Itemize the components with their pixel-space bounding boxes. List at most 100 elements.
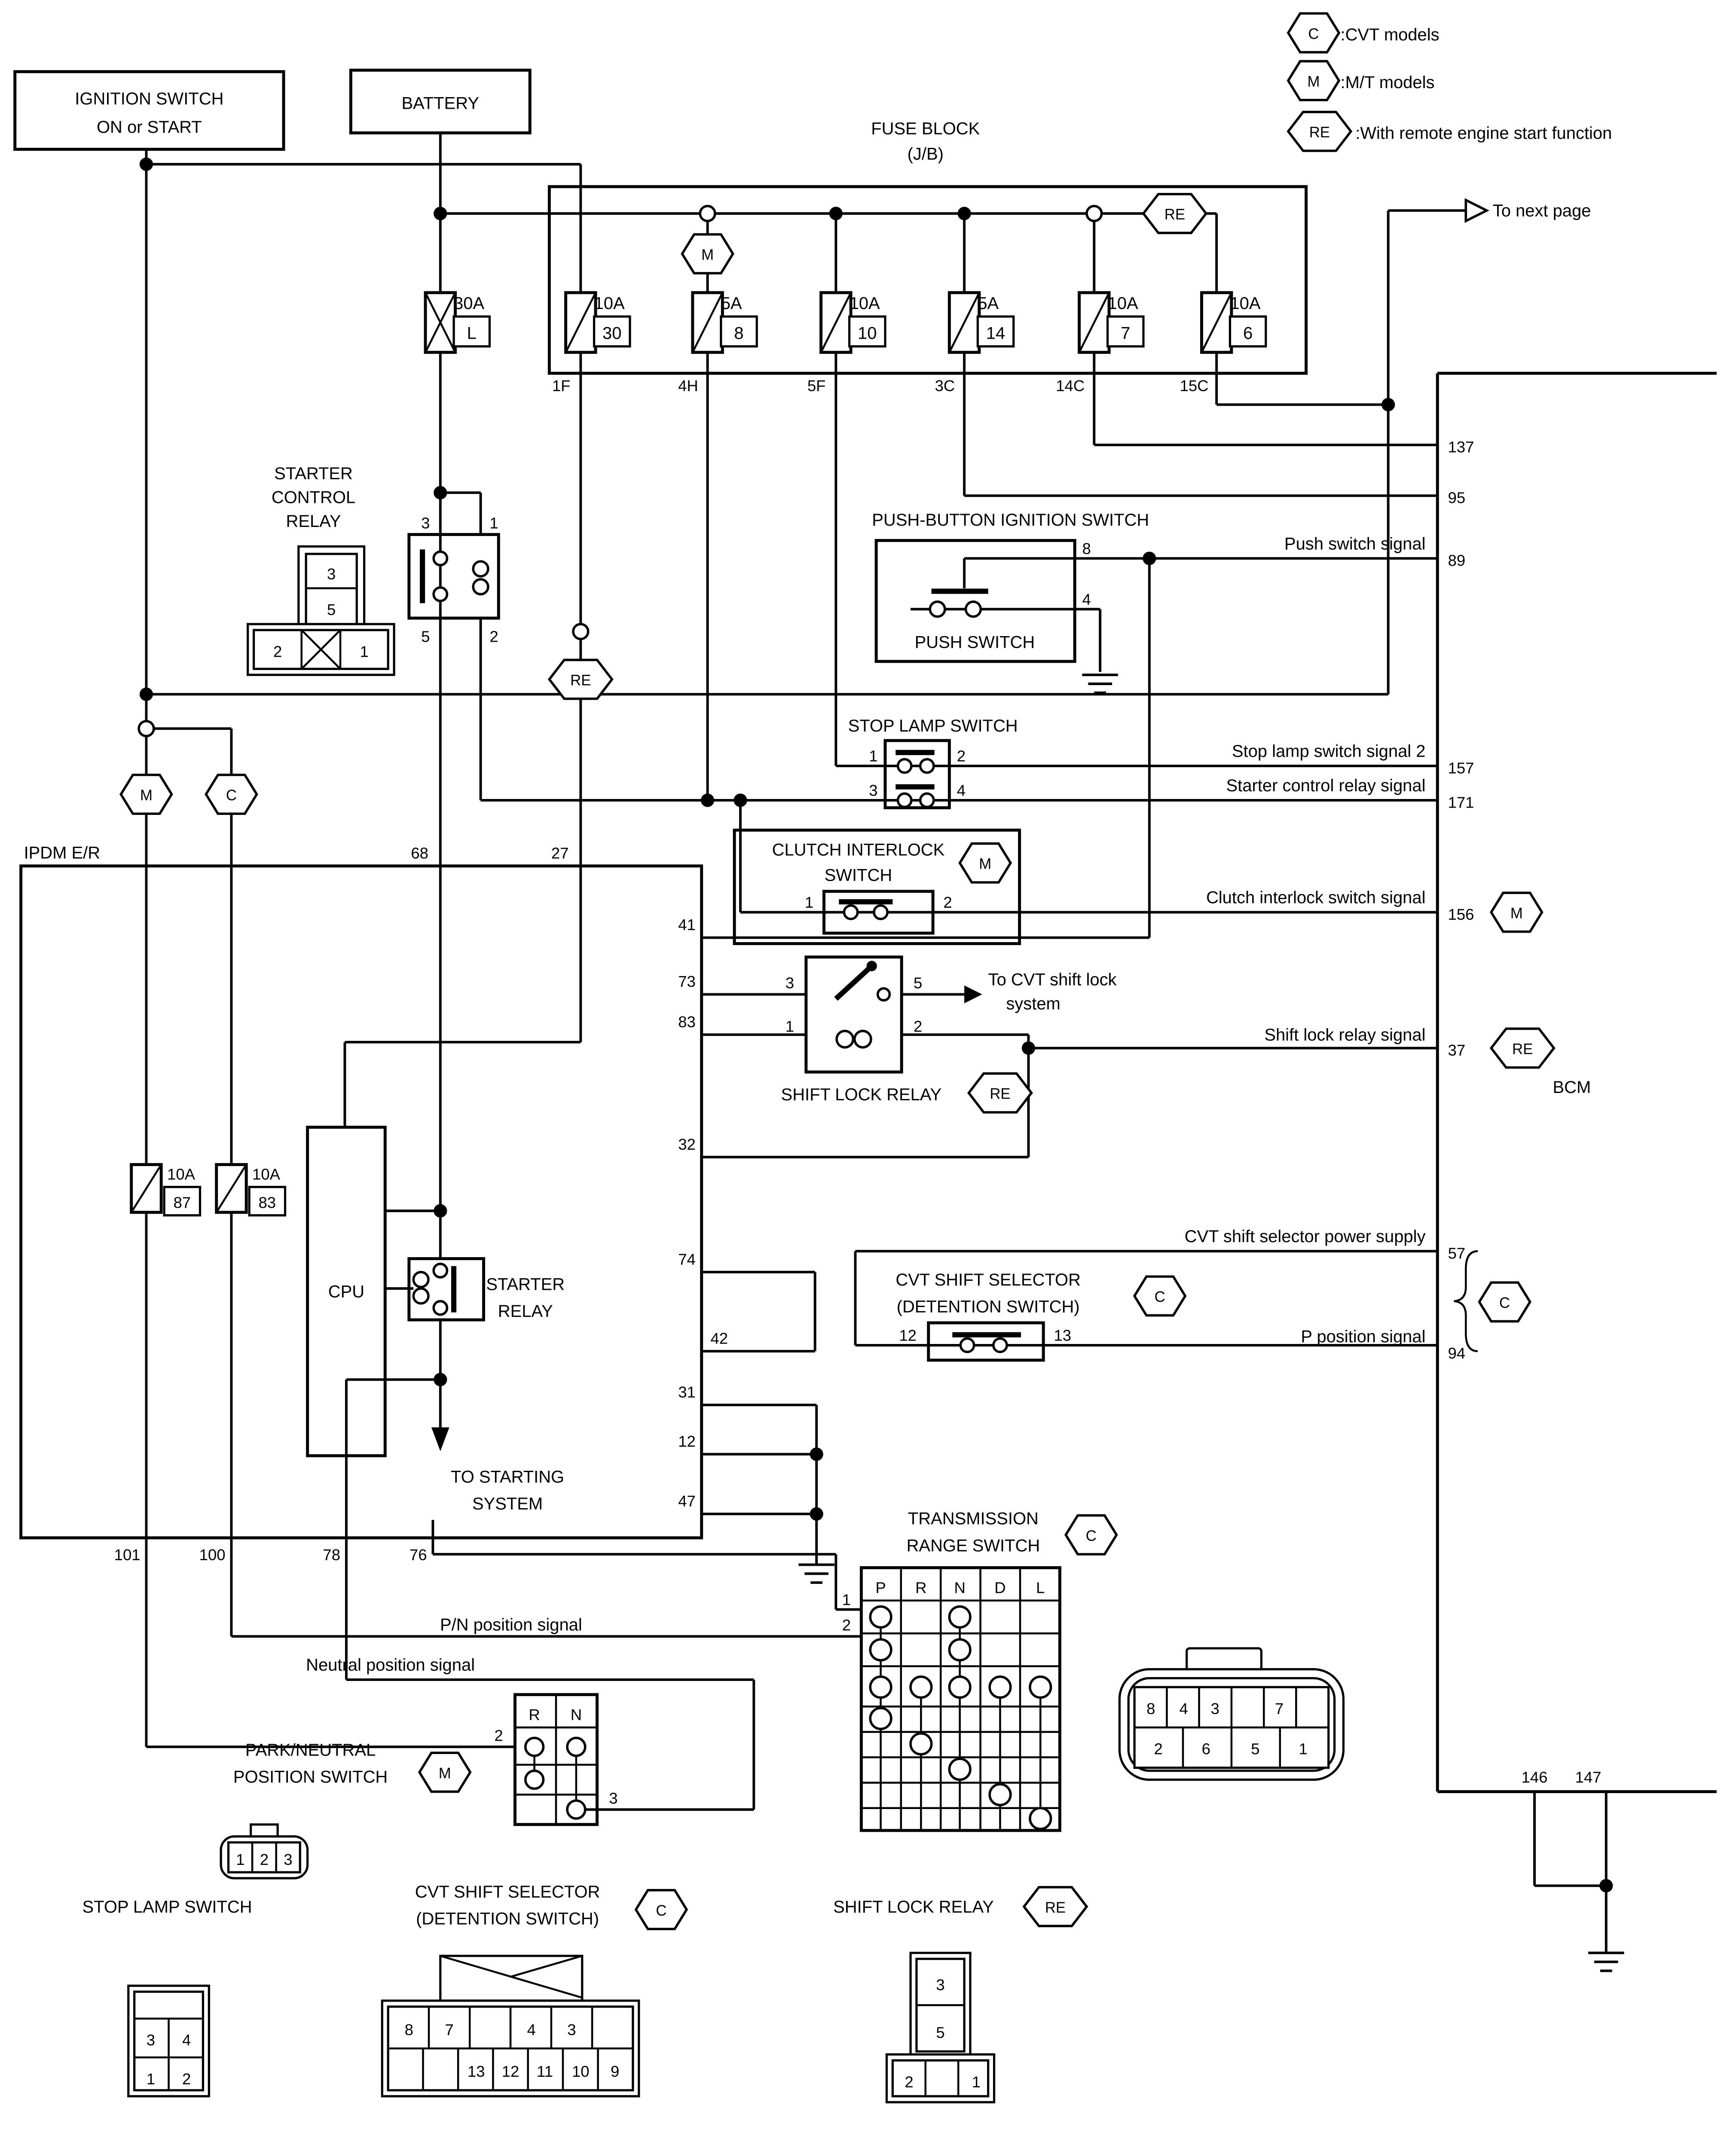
scr-pin1: 1 — [489, 514, 498, 532]
trs-hex-icon: C — [1086, 1528, 1097, 1544]
mt-hex-icon: M — [1307, 73, 1320, 90]
trs-conn-cell: 4 — [1180, 1700, 1188, 1717]
cell: 5 — [936, 2024, 944, 2042]
sls-title: STOP LAMP SWITCH — [848, 716, 1018, 735]
fuse-id: 8 — [734, 324, 743, 343]
cell: 2 — [905, 2073, 913, 2091]
bottom-stop-lamp-connector: STOP LAMP SWITCH 3 4 1 2 — [83, 1898, 252, 2097]
ipdm-pin101: 101 — [114, 1546, 141, 1564]
trs-conn-cell: 2 — [1154, 1740, 1163, 1758]
ipdm-pin42: 42 — [711, 1329, 728, 1347]
conn-5f: 5F — [807, 377, 826, 395]
ignition-switch-box: IGNITION SWITCH ON or START — [13, 70, 285, 151]
cvt-path-hex-icon: C — [226, 787, 237, 804]
fuse-rating: 10A — [1230, 294, 1260, 313]
scr-cell: 1 — [360, 643, 368, 660]
legend-mt-text: :M/T models — [1340, 73, 1434, 92]
conn-4h: 4H — [678, 377, 698, 395]
slr-to-label-1: To CVT shift lock — [988, 970, 1117, 989]
ground-icon — [798, 1565, 834, 1583]
bottom-cvt-selector-connector: CVT SHIFT SELECTOR (DETENTION SWITCH) C … — [381, 1883, 687, 2097]
fuse-rating: 30A — [454, 294, 484, 313]
clutch-interlock-switch: CLUTCH INTERLOCK SWITCH M 1 2 Clutch int… — [733, 828, 1426, 945]
cell: 10 — [572, 2063, 590, 2080]
fuse-rating: 5A — [978, 294, 999, 313]
clutch-signal-label: Clutch interlock switch signal — [1206, 888, 1426, 907]
stop-lamp-switch: STOP LAMP SWITCH 1 2 3 4 Stop lamp switc… — [848, 716, 1426, 809]
scr-title-2: CONTROL — [272, 488, 355, 507]
transmission-range-switch: TRANSMISSION RANGE SWITCH C P R N D L 1 … — [306, 1509, 1345, 1832]
wires — [145, 133, 1717, 1953]
pnp-connector-icon: 1 2 3 — [220, 1823, 309, 1880]
fuse-rating: 10A — [1108, 294, 1138, 313]
trs-conn-cell: 6 — [1202, 1740, 1210, 1758]
fuse-10a-7: 10A 7 — [1078, 291, 1145, 354]
starter-relay: STARTER RELAY — [407, 1204, 565, 1322]
pnp-pin3: 3 — [609, 1789, 617, 1807]
pnp-title-1: PARK/NEUTRAL — [245, 1741, 376, 1760]
ipdm-title: IPDM E/R — [24, 843, 101, 862]
sls-pin4: 4 — [957, 782, 966, 799]
conn-14c: 14C — [1056, 377, 1085, 395]
battery-box: BATTERY — [349, 68, 532, 135]
push-button-ignition-switch: PUSH-BUTTON IGNITION SWITCH PUSH SWITCH … — [872, 511, 1425, 663]
cell: 3 — [147, 2031, 155, 2049]
fuse-block-top: FUSE BLOCK (J/B) RE M 30A L 10A 30 5A 8 … — [424, 119, 1308, 395]
trs-conn-cell: 8 — [1146, 1700, 1155, 1717]
ipdm-pin76: 76 — [410, 1546, 427, 1564]
fuse-block-title: FUSE BLOCK — [871, 119, 980, 138]
to-starting-arrow-icon — [431, 1427, 449, 1451]
b-cvt-hex-icon: C — [656, 1903, 666, 1919]
fuse-id: L — [467, 324, 477, 343]
cell: 13 — [468, 2063, 485, 2080]
bcm-pin147: 147 — [1575, 1769, 1602, 1786]
bcm-pin171: 171 — [1448, 793, 1474, 811]
mt-path-hex-icon: M — [140, 787, 153, 804]
scr-cell: 2 — [273, 643, 282, 660]
battery-label: BATTERY — [402, 94, 480, 113]
trs-conn-cell: 3 — [1211, 1700, 1219, 1717]
ipdm-pin83: 83 — [678, 1013, 696, 1031]
bcm-pin89: 89 — [1448, 552, 1466, 569]
fusible-link-30a: 30A L — [424, 291, 491, 354]
ipdm-fuse-87: 10A 87 — [130, 1163, 202, 1217]
shift-lock-signal-label: Shift lock relay signal — [1264, 1026, 1425, 1044]
scr-pin2: 2 — [489, 628, 498, 646]
cell: 9 — [611, 2063, 619, 2080]
cis-hex-icon: M — [979, 856, 991, 872]
trs-col: L — [1036, 1579, 1045, 1597]
trs-pin1: 1 — [842, 1591, 851, 1608]
to-next-page: To next page — [1464, 198, 1591, 223]
ipdm-pin27: 27 — [551, 844, 569, 862]
sel-power-label: CVT shift selector power supply — [1185, 1227, 1426, 1246]
sls-pin1: 1 — [869, 747, 877, 765]
cvt-hex-icon: C — [1308, 26, 1319, 42]
legend-re-text: :With remote engine start function — [1355, 124, 1612, 143]
trs-col: N — [954, 1579, 965, 1597]
starter-relay-signal-label: Starter control relay signal — [1226, 776, 1426, 795]
bcm-pin57: 57 — [1448, 1244, 1466, 1262]
bcm-37-hex-icon: RE — [1512, 1041, 1533, 1058]
cell: 12 — [502, 2063, 520, 2080]
starter-relay-label-1: STARTER — [486, 1275, 565, 1294]
fuse-rating: 5A — [721, 294, 742, 313]
bcm-pin156: 156 — [1448, 906, 1474, 923]
sel-hex-icon: C — [1155, 1289, 1165, 1305]
slr-pin2: 2 — [914, 1017, 922, 1035]
trs-conn-cell: 5 — [1251, 1740, 1259, 1758]
trs-title-1: TRANSMISSION — [908, 1509, 1039, 1528]
bcm-pin37: 37 — [1448, 1041, 1466, 1059]
next-page-label: To next page — [1493, 202, 1591, 220]
legend: C :CVT models M :M/T models RE :With rem… — [1288, 13, 1612, 151]
cpu-label: CPU — [328, 1283, 364, 1301]
ipdm-er: IPDM E/R 68 27 10A 87 10A 83 CPU STARTER… — [19, 843, 728, 1564]
b-cvt-title-1: CVT SHIFT SELECTOR — [415, 1883, 600, 1901]
push-switch-label: PUSH SWITCH — [915, 633, 1035, 652]
trs-col: R — [915, 1579, 926, 1597]
ipdm-pin32: 32 — [678, 1136, 696, 1153]
fuse-id: 87 — [174, 1194, 191, 1211]
cell: 7 — [445, 2021, 453, 2039]
fuse-rating: 10A — [167, 1165, 196, 1183]
fuse-rating: 10A — [594, 294, 625, 313]
pnp-conn-cell: 1 — [236, 1851, 245, 1868]
